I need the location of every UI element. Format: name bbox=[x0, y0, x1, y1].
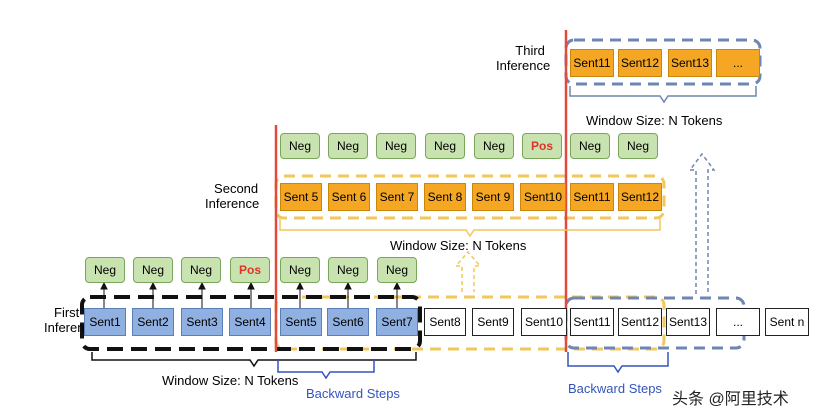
second-backward-label: Backward Steps bbox=[568, 381, 662, 396]
second-window-label: Window Size: N Tokens bbox=[390, 238, 527, 253]
second-inference-label-line1: Second bbox=[214, 181, 259, 196]
sentence-10: Sent10 bbox=[521, 308, 567, 336]
sentence-11: Sent11 bbox=[570, 308, 614, 336]
second-inference-label-line2: Inference bbox=[205, 196, 260, 211]
third-inference-label-line2: Inference bbox=[496, 58, 551, 73]
third-sentence-ellipsis: ... bbox=[716, 49, 760, 77]
prediction-arrows bbox=[100, 281, 401, 308]
first-prediction-4: Pos bbox=[230, 257, 270, 283]
blue-up-arrow bbox=[688, 152, 716, 294]
third-sentence-11: Sent11 bbox=[570, 49, 614, 77]
second-prediction-4: Neg bbox=[425, 133, 465, 159]
second-sentence-12: Sent12 bbox=[618, 183, 662, 211]
first-prediction-6: Neg bbox=[328, 257, 368, 283]
third-sentence-12: Sent12 bbox=[618, 49, 662, 77]
second-sentence-5: Sent 5 bbox=[280, 183, 322, 211]
sentence-9: Sent9 bbox=[472, 308, 514, 336]
first-prediction-5: Neg bbox=[280, 257, 320, 283]
sentence-7: Sent7 bbox=[376, 308, 418, 336]
second-sentence-7: Sent 7 bbox=[376, 183, 418, 211]
second-sentence-9: Sent 9 bbox=[472, 183, 514, 211]
second-window-brace bbox=[279, 218, 661, 238]
sentence-12: Sent12 bbox=[618, 308, 662, 336]
second-prediction-6: Pos bbox=[522, 133, 562, 159]
first-prediction-1: Neg bbox=[85, 257, 125, 283]
yellow-up-arrow bbox=[454, 250, 482, 292]
third-sentence-13: Sent13 bbox=[668, 49, 712, 77]
second-prediction-2: Neg bbox=[328, 133, 368, 159]
second-sentence-10: Sent10 bbox=[520, 183, 566, 211]
second-prediction-8: Neg bbox=[618, 133, 658, 159]
third-inference-label: Third Inference bbox=[496, 43, 550, 73]
third-window-label: Window Size: N Tokens bbox=[586, 113, 723, 128]
second-prediction-7: Neg bbox=[570, 133, 610, 159]
sentence-3: Sent3 bbox=[181, 308, 223, 336]
second-sentence-11: Sent11 bbox=[570, 183, 614, 211]
third-inference-label-line1: Third bbox=[515, 43, 545, 58]
first-window bbox=[80, 295, 422, 351]
sentence-6: Sent6 bbox=[327, 308, 369, 336]
first-prediction-3: Neg bbox=[181, 257, 221, 283]
first-prediction-2: Neg bbox=[133, 257, 173, 283]
sentence-n: Sent n bbox=[765, 308, 809, 336]
sentence-8: Sent8 bbox=[424, 308, 466, 336]
sentence-13: Sent13 bbox=[666, 308, 710, 336]
sentence-5: Sent5 bbox=[280, 308, 322, 336]
second-backward-brace bbox=[567, 352, 669, 374]
third-window-brace bbox=[569, 86, 757, 104]
sentence-2: Sent2 bbox=[132, 308, 174, 336]
first-window-label: Window Size: N Tokens bbox=[162, 373, 299, 388]
second-inference-label: Second Inference bbox=[205, 181, 259, 211]
first-backward-brace bbox=[277, 360, 375, 380]
sentence-4: Sent4 bbox=[229, 308, 271, 336]
second-prediction-5: Neg bbox=[474, 133, 514, 159]
sentence-ellipsis: ... bbox=[716, 308, 760, 336]
first-window-brace bbox=[91, 352, 417, 368]
sentence-1: Sent1 bbox=[84, 308, 126, 336]
second-sentence-8: Sent 8 bbox=[424, 183, 466, 211]
watermark: 头条 @阿里技术 bbox=[672, 391, 789, 408]
second-prediction-1: Neg bbox=[280, 133, 320, 159]
first-backward-label: Backward Steps bbox=[306, 386, 400, 401]
second-sentence-6: Sent 6 bbox=[328, 183, 370, 211]
third-window-ghost bbox=[564, 296, 746, 350]
first-prediction-7: Neg bbox=[377, 257, 417, 283]
first-inference-label-line1: First bbox=[54, 305, 80, 320]
second-prediction-3: Neg bbox=[376, 133, 416, 159]
